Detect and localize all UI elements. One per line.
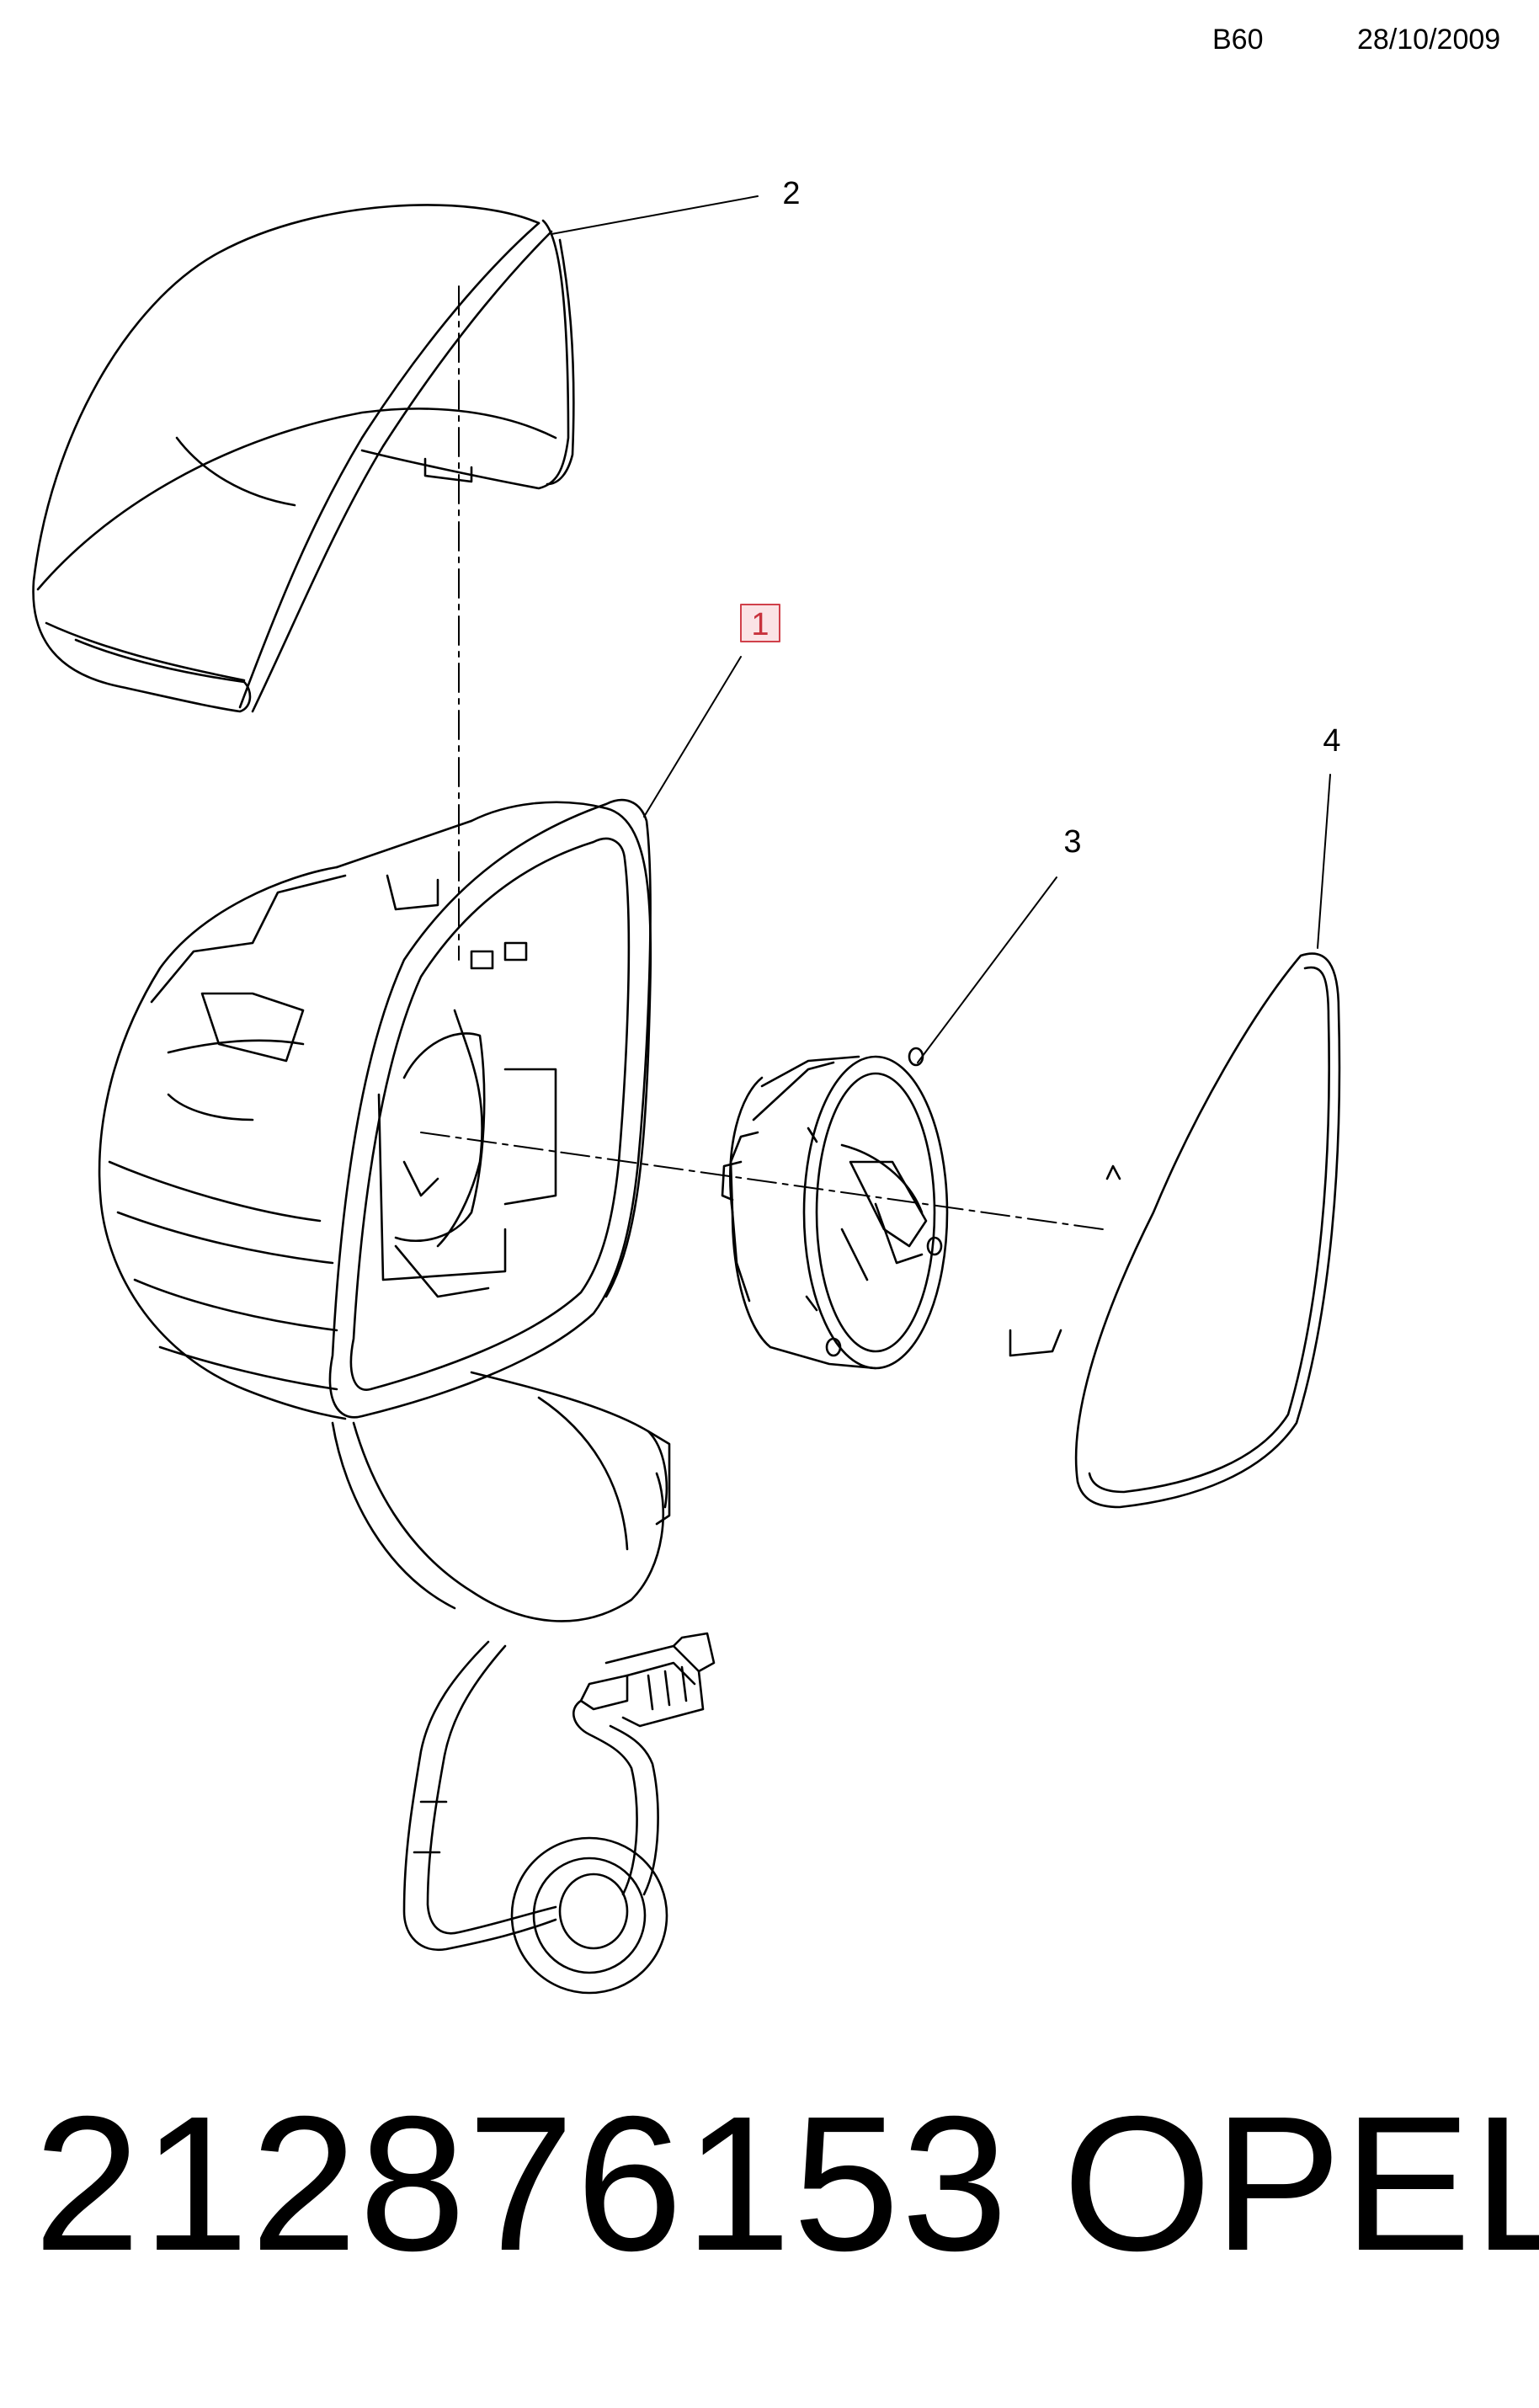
callout-1-highlight-box — [740, 604, 780, 642]
assembly-lines — [420, 285, 1104, 1230]
part-4-mirror-glass — [1009, 952, 1341, 1509]
part-3-mirror-motor — [721, 1047, 949, 1370]
part-number: 212876153 — [34, 2077, 1010, 2291]
diagram-code: B60 — [1212, 24, 1264, 56]
part-2-mirror-cap — [32, 204, 575, 713]
callout-2-label: 2 — [782, 176, 800, 211]
callout-3-label: 3 — [1063, 824, 1081, 860]
part-1-mirror-housing — [98, 798, 716, 1995]
brand-name: OPEL — [1062, 2077, 1539, 2291]
callout-1-label: 1 — [751, 607, 769, 642]
callout-leaders — [551, 195, 1331, 1063]
callout-4-label: 4 — [1323, 723, 1340, 759]
diagram-date: 28/10/2009 — [1357, 24, 1501, 56]
